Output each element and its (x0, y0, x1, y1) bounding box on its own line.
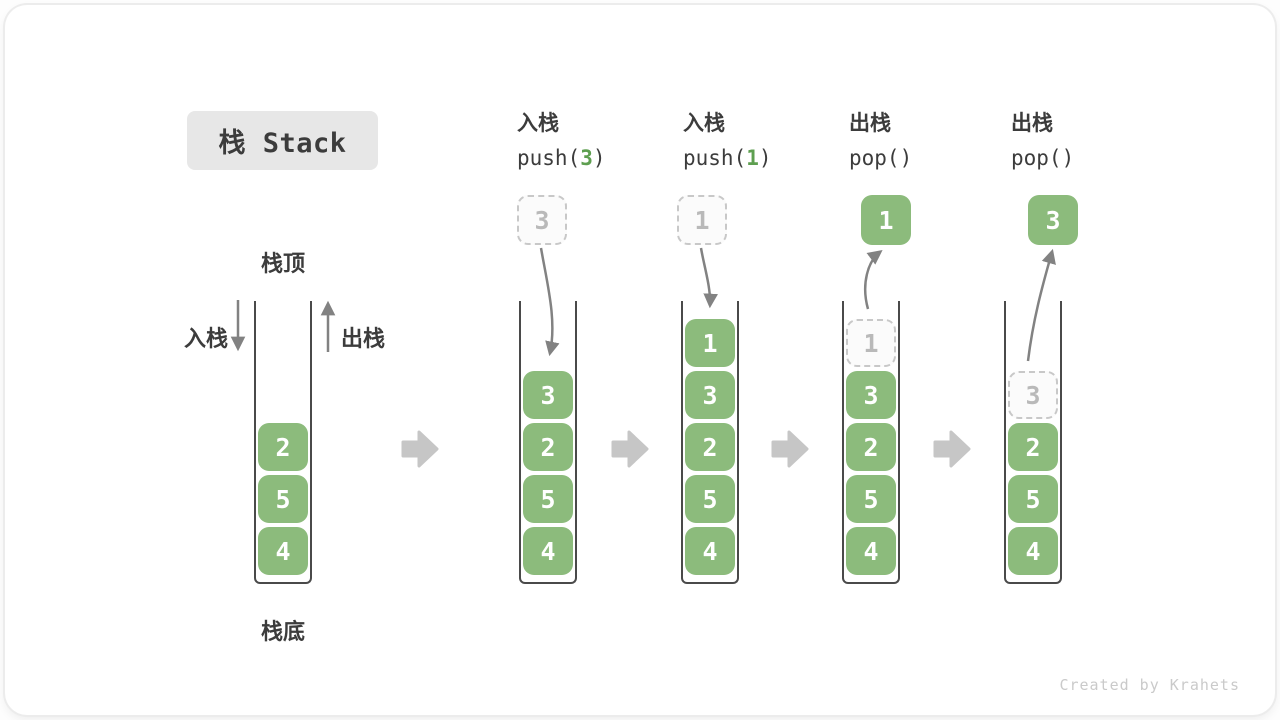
stack-container-3 (681, 301, 739, 584)
diagram-title-text: 栈 Stack (218, 128, 347, 159)
incoming-value-box: 1 (677, 195, 727, 245)
stack-item: 2 (846, 423, 896, 471)
stack-item: 2 (1008, 423, 1058, 471)
stack-item: 3 (846, 371, 896, 419)
stack-item: 2 (685, 423, 735, 471)
stack-item: 5 (846, 475, 896, 523)
stack-item: 5 (523, 475, 573, 523)
watermark: Created by Krahets (1059, 676, 1240, 694)
stack-item: 4 (1008, 527, 1058, 575)
push-side-label: 入栈 (183, 326, 228, 351)
diagram-title-box: 栈 Stack (187, 111, 378, 170)
stack-item-ghost: 3 (1008, 371, 1058, 419)
stack-item: 4 (258, 527, 308, 575)
stack-item: 3 (685, 371, 735, 419)
stack-item: 4 (685, 527, 735, 575)
stack-top-label: 栈顶 (260, 251, 306, 276)
popped-value-box: 1 (861, 195, 911, 245)
stack-item: 3 (523, 371, 573, 419)
stack-container-1 (254, 301, 312, 584)
stack-bottom-label: 栈底 (260, 619, 306, 644)
pop-side-label: 出栈 (341, 326, 386, 351)
stack-item: 1 (685, 319, 735, 367)
stack-item: 5 (1008, 475, 1058, 523)
stack-container-4 (842, 301, 900, 584)
incoming-value-box: 3 (517, 195, 567, 245)
stack-item: 4 (846, 527, 896, 575)
stack-item: 2 (523, 423, 573, 471)
stack-item: 5 (685, 475, 735, 523)
popped-value-box: 3 (1028, 195, 1078, 245)
stack-container-5 (1004, 301, 1062, 584)
stack-item: 4 (523, 527, 573, 575)
stack-container-2 (519, 301, 577, 584)
stack-item: 2 (258, 423, 308, 471)
stack-item-ghost: 1 (846, 319, 896, 367)
stack-item: 5 (258, 475, 308, 523)
